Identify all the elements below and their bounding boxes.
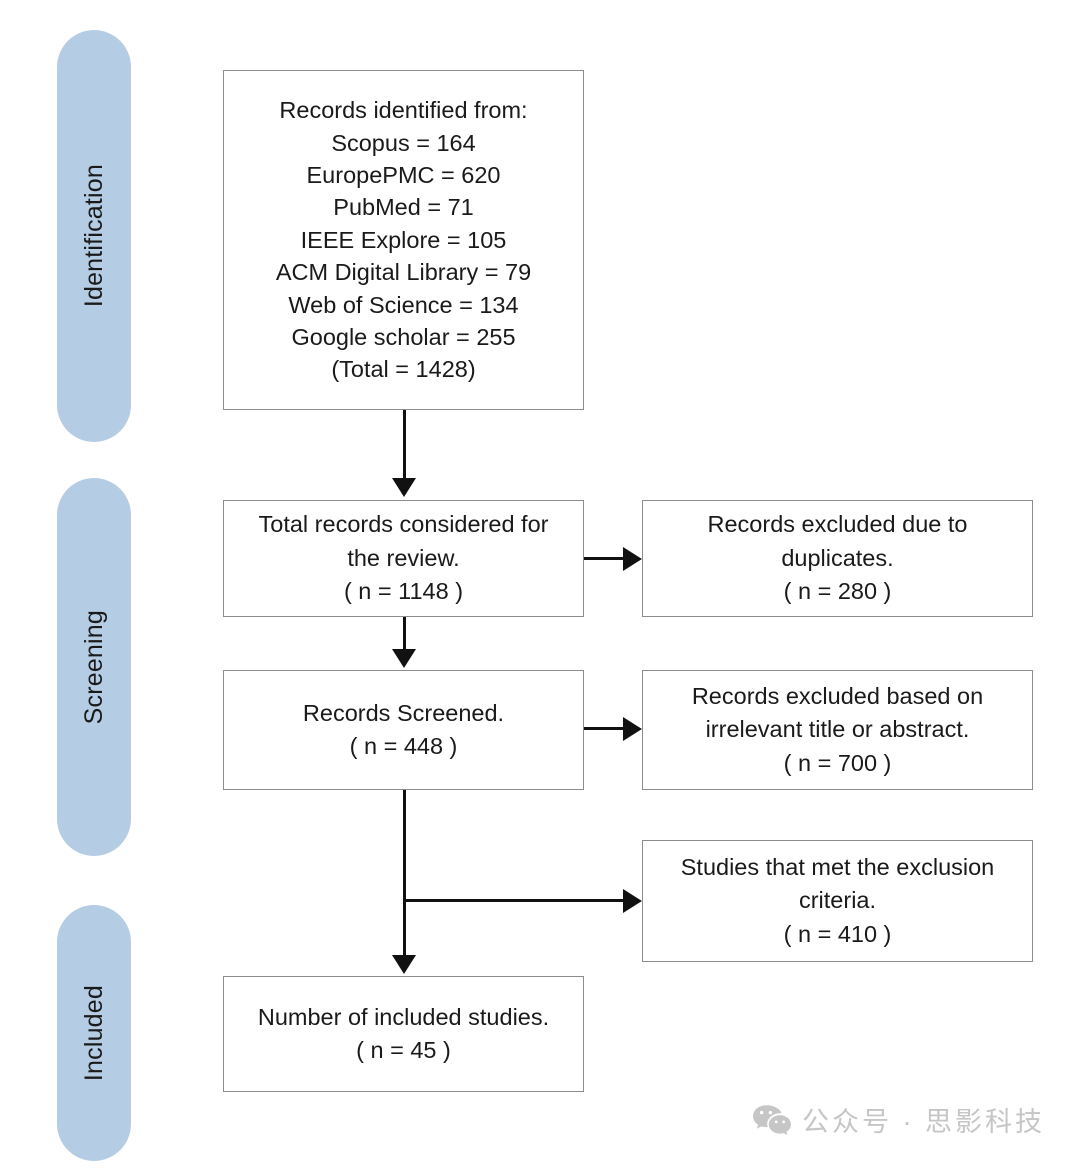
exclusion-criteria-line-2: ( n = 410 ) bbox=[783, 920, 892, 947]
total-records-considered-box: Total records considered for the review.… bbox=[223, 500, 584, 617]
arrowhead-screened-to-irrelevant bbox=[623, 717, 642, 741]
stage-pill-screening: Screening bbox=[57, 478, 131, 856]
excluded-duplicates-line-0: Records excluded due to bbox=[707, 511, 968, 538]
considered-line-2: ( n = 1148 ) bbox=[343, 578, 464, 605]
arrowhead-considered-to-screened bbox=[392, 649, 416, 668]
records-identified-line-8: (Total = 1428) bbox=[331, 356, 476, 383]
stage-label-screening: Screening bbox=[79, 609, 108, 725]
records-identified-line-3: PubMed = 71 bbox=[333, 194, 474, 221]
screened-line-1: ( n = 448 ) bbox=[349, 733, 458, 759]
records-identified-line-0: Records identified from: bbox=[279, 97, 528, 124]
arrowhead-screened-to-included bbox=[392, 955, 416, 974]
records-identified-line-4: IEEE Explore = 105 bbox=[300, 226, 507, 253]
excluded-irrelevant-line-0: Records excluded based on bbox=[691, 682, 984, 709]
records-identified-line-6: Web of Science = 134 bbox=[288, 291, 519, 318]
connector-considered-to-screened bbox=[403, 617, 406, 652]
watermark: 公众号 · 思影科技 bbox=[752, 1100, 1045, 1139]
records-excluded-duplicates-box: Records excluded due to duplicates. ( n … bbox=[642, 500, 1033, 617]
arrowhead-considered-to-duplicates bbox=[623, 547, 642, 571]
records-excluded-irrelevant-box: Records excluded based on irrelevant tit… bbox=[642, 670, 1033, 790]
considered-line-1: the review. bbox=[347, 544, 460, 571]
connector-screened-to-irrelevant bbox=[584, 727, 626, 730]
excluded-irrelevant-line-2: ( n = 700 ) bbox=[783, 749, 892, 776]
excluded-duplicates-line-2: ( n = 280 ) bbox=[783, 578, 892, 605]
records-identified-line-7: Google scholar = 255 bbox=[291, 324, 516, 351]
stage-label-identification: Identification bbox=[79, 164, 108, 308]
excluded-duplicates-line-1: duplicates. bbox=[781, 544, 894, 571]
stage-pill-included: Included bbox=[57, 905, 131, 1161]
number-included-studies-box: Number of included studies. ( n = 45 ) bbox=[223, 976, 584, 1092]
exclusion-criteria-line-0: Studies that met the exclusion bbox=[680, 853, 995, 880]
watermark-text: 公众号 · 思影科技 bbox=[802, 1107, 1045, 1137]
arrowhead-identified-to-considered bbox=[392, 478, 416, 497]
connector-screened-to-included bbox=[403, 790, 406, 958]
included-line-1: ( n = 45 ) bbox=[356, 1037, 451, 1063]
screened-line-0: Records Screened. bbox=[302, 699, 505, 726]
wechat-icon bbox=[752, 1103, 792, 1137]
connector-identified-to-considered bbox=[403, 410, 406, 482]
records-identified-line-1: Scopus = 164 bbox=[331, 129, 476, 156]
records-identified-line-2: EuropePMC = 620 bbox=[306, 161, 501, 188]
stage-label-included: Included bbox=[79, 984, 108, 1082]
studies-met-exclusion-criteria-box: Studies that met the exclusion criteria.… bbox=[642, 840, 1033, 962]
considered-line-0: Total records considered for bbox=[258, 511, 549, 538]
records-screened-box: Records Screened. ( n = 448 ) bbox=[223, 670, 584, 790]
stage-pill-identification: Identification bbox=[57, 30, 131, 442]
excluded-irrelevant-line-1: irrelevant title or abstract. bbox=[705, 716, 970, 743]
records-identified-box: Records identified from: Scopus = 164 Eu… bbox=[223, 70, 584, 410]
arrowhead-branch-to-exclusion-criteria bbox=[623, 889, 642, 913]
connector-considered-to-duplicates bbox=[584, 557, 626, 560]
included-line-0: Number of included studies. bbox=[257, 1003, 550, 1030]
connector-branch-to-exclusion-criteria bbox=[403, 899, 626, 902]
exclusion-criteria-line-1: criteria. bbox=[798, 887, 877, 914]
records-identified-line-5: ACM Digital Library = 79 bbox=[275, 259, 532, 286]
